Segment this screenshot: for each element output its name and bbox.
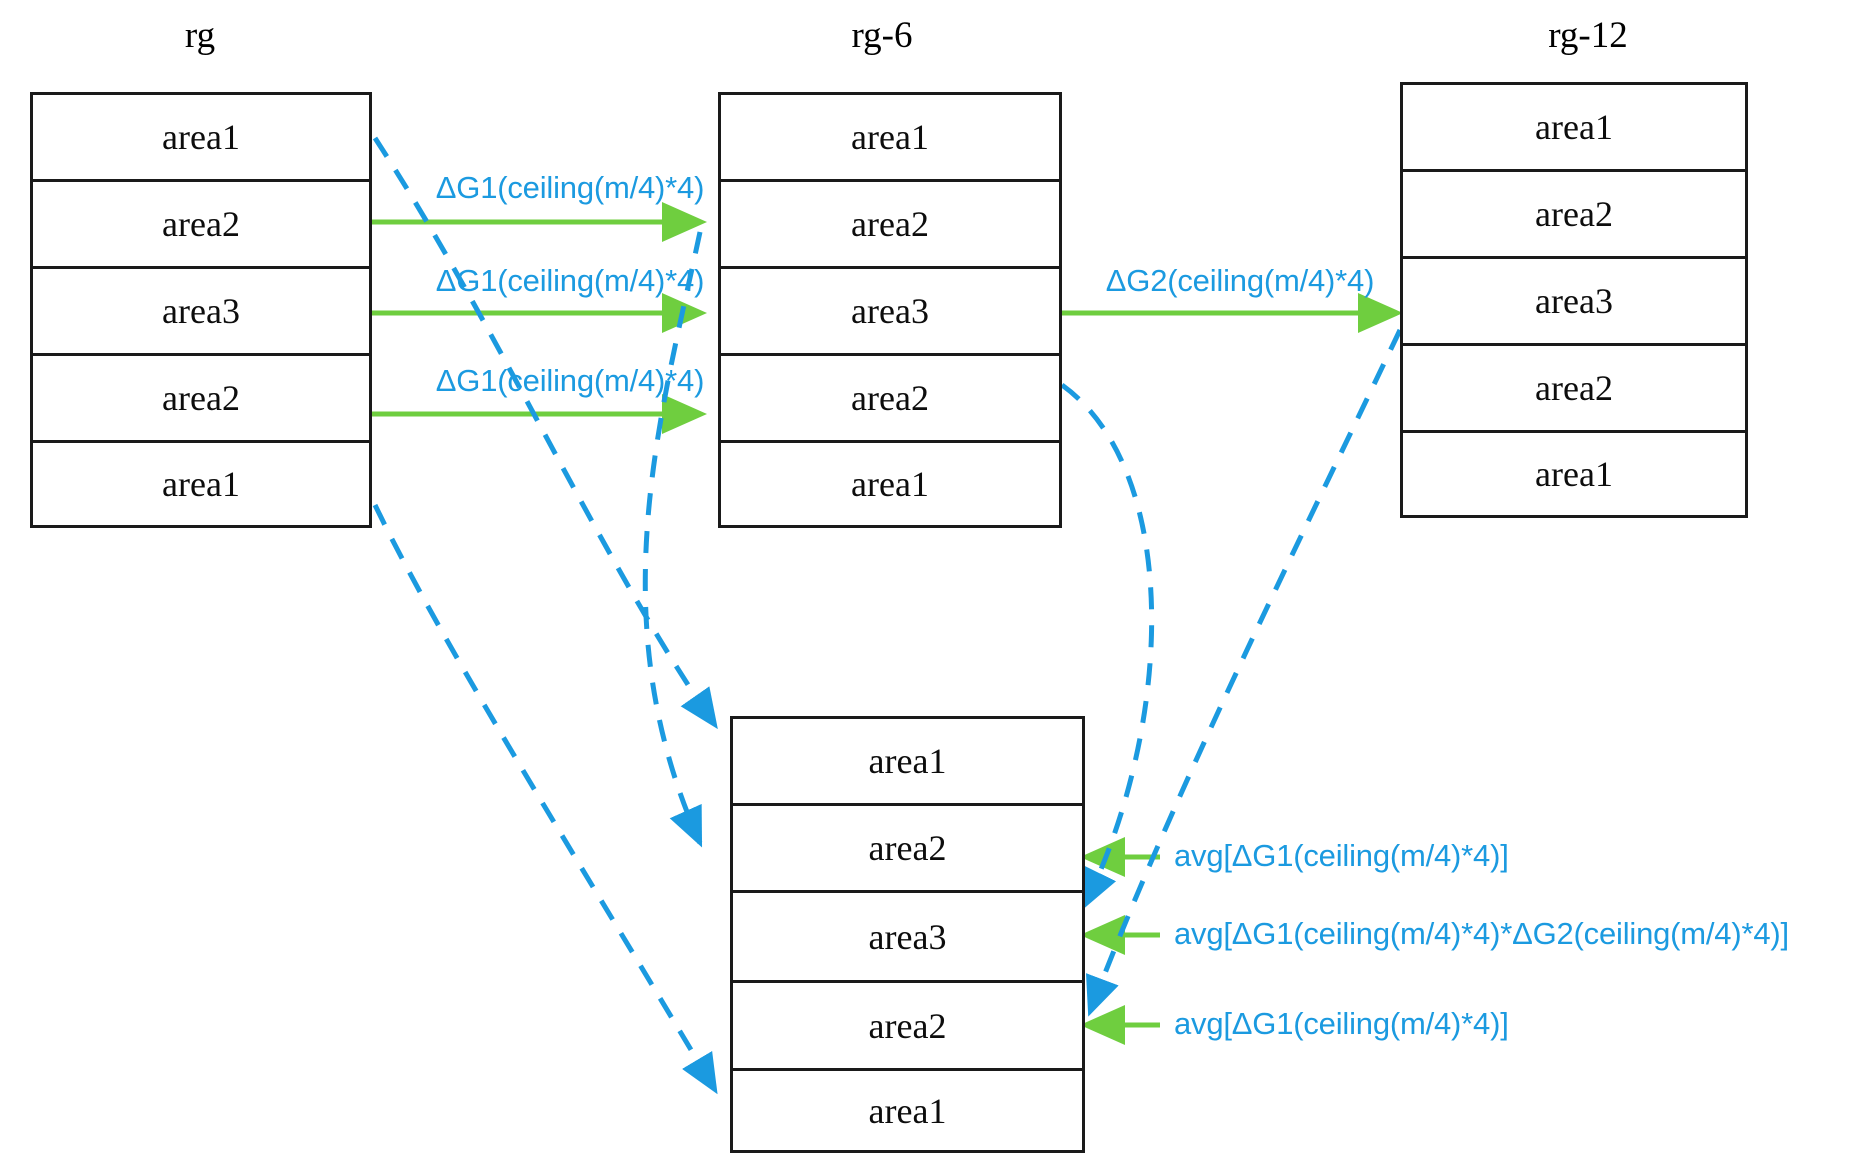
table-row: area1 — [162, 464, 240, 504]
table-title-rg-6: rg-6 — [851, 15, 913, 56]
table-row: area2 — [721, 182, 1059, 269]
edge-label-avg-3: avg[ΔG1(ceiling(m/4)*4)] — [1174, 1006, 1509, 1041]
edge-label-g1-a: ΔG1(ceiling(m/4)*4) — [435, 170, 705, 205]
table-title-rg: rg — [184, 15, 216, 56]
dashed-connector-rg-row5 — [372, 503, 718, 1095]
table-row: area1 — [1403, 85, 1745, 172]
table-row: area1 — [33, 95, 369, 182]
table-row: area1 — [1535, 454, 1613, 494]
table-row: area2 — [721, 356, 1059, 443]
edge-label-g1-b: ΔG1(ceiling(m/4)*4) — [435, 263, 705, 298]
table-row: area2 — [733, 806, 1082, 893]
dashed-connector-rg6-up — [642, 231, 703, 848]
table-row: area1 — [721, 95, 1059, 182]
dashed-connector-rg6-down — [1060, 382, 1155, 910]
edge-label-g2: ΔG2(ceiling(m/4)*4) — [1105, 263, 1375, 298]
table-title-rg-12: rg-12 — [1548, 15, 1628, 56]
table-row: area2 — [1403, 346, 1745, 433]
table-rg: area1 area2 area3 area2 area1 — [30, 92, 372, 528]
dashed-connector-rg12-down — [1085, 328, 1403, 1017]
edge-label-avg-1: avg[ΔG1(ceiling(m/4)*4)] — [1174, 838, 1509, 873]
table-row: area3 — [1403, 259, 1745, 346]
table-rg-12: area1 area2 area3 area2 area1 — [1400, 82, 1748, 518]
dashed-connector-rg-row1 — [372, 136, 718, 730]
table-row: area2 — [33, 356, 369, 443]
table-row: area2 — [733, 983, 1082, 1071]
table-row: area2 — [33, 182, 369, 269]
table-result: area1 area2 area3 area2 area1 — [730, 716, 1085, 1153]
edge-label-avg-2: avg[ΔG1(ceiling(m/4)*4)*ΔG2(ceiling(m/4)… — [1174, 916, 1789, 951]
table-row: area1 — [733, 719, 1082, 806]
table-row: area2 — [1403, 172, 1745, 259]
table-rg-6: area1 area2 area3 area2 area1 — [718, 92, 1062, 528]
table-row: area3 — [33, 269, 369, 356]
edge-label-g1-c: ΔG1(ceiling(m/4)*4) — [435, 363, 705, 398]
table-row: area3 — [721, 269, 1059, 356]
table-row: area3 — [733, 893, 1082, 983]
table-row: area1 — [868, 1090, 947, 1131]
table-row: area1 — [851, 464, 929, 504]
